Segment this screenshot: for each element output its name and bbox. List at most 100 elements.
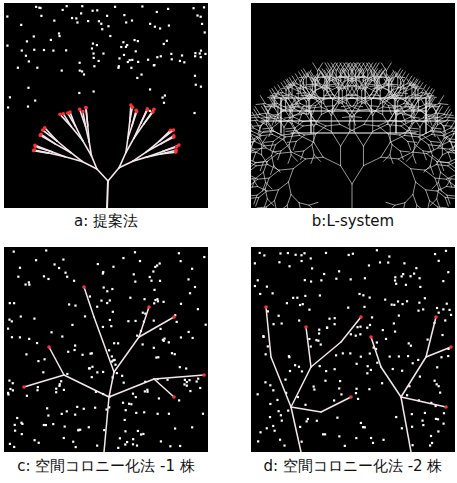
attraction-point — [17, 67, 19, 69]
attraction-point — [159, 262, 161, 264]
branch — [426, 99, 431, 107]
attraction-point — [437, 430, 439, 432]
attraction-point — [348, 254, 350, 256]
branch — [329, 78, 330, 88]
attraction-point — [302, 303, 304, 305]
attraction-point — [355, 388, 357, 390]
attraction-point — [135, 412, 137, 414]
attraction-point — [295, 254, 297, 256]
attraction-point — [100, 23, 102, 25]
attraction-point — [387, 261, 389, 263]
attraction-point — [91, 47, 93, 49]
attraction-point — [203, 6, 205, 8]
branch — [371, 337, 381, 367]
branch — [291, 407, 301, 452]
attraction-point — [111, 355, 113, 357]
attraction-point — [410, 345, 412, 347]
attraction-point — [166, 40, 168, 42]
branch — [316, 99, 324, 105]
branch — [271, 166, 274, 175]
attraction-point — [142, 433, 144, 435]
attraction-point — [83, 73, 85, 75]
attraction-point — [27, 87, 29, 89]
attraction-point — [310, 345, 312, 347]
branch — [144, 109, 154, 124]
branch — [301, 151, 304, 160]
attraction-point — [42, 371, 44, 373]
attraction-point — [20, 24, 22, 26]
branch — [315, 76, 320, 84]
branch — [292, 128, 295, 137]
attraction-point — [394, 279, 396, 281]
attraction-point — [118, 57, 120, 59]
attraction-point — [419, 286, 421, 288]
attraction-point — [274, 430, 276, 432]
branch — [292, 152, 306, 159]
branch-tip — [172, 395, 176, 399]
attraction-point — [180, 260, 182, 262]
attraction-point — [141, 5, 143, 7]
branch — [331, 106, 334, 115]
attraction-point — [310, 257, 312, 259]
branch — [306, 157, 323, 159]
branch — [369, 63, 374, 71]
branch — [377, 74, 382, 82]
attraction-point — [74, 304, 76, 306]
branch — [392, 88, 397, 96]
branch — [367, 71, 368, 81]
panel-d — [251, 247, 455, 452]
branch — [71, 153, 82, 162]
branch — [427, 148, 438, 154]
branch — [414, 99, 419, 107]
attraction-point — [78, 92, 80, 94]
attraction-point — [301, 370, 303, 372]
attraction-point — [438, 312, 440, 314]
attraction-point — [68, 303, 70, 305]
attraction-point — [21, 433, 23, 435]
branch — [264, 141, 273, 143]
attraction-point — [113, 359, 115, 361]
attraction-point — [102, 326, 104, 328]
branch — [329, 83, 338, 85]
attraction-point — [178, 252, 180, 254]
branch — [431, 125, 437, 135]
attraction-point — [363, 306, 365, 308]
branch-tip — [349, 395, 353, 399]
branch-tip — [172, 315, 176, 319]
attraction-point — [350, 333, 352, 335]
attraction-point — [139, 260, 141, 262]
branch — [323, 157, 340, 166]
branch — [408, 141, 417, 143]
branch-tip — [172, 135, 176, 139]
branch — [406, 107, 417, 108]
attraction-point — [47, 278, 49, 280]
attraction-point — [298, 366, 300, 368]
branch — [259, 113, 268, 115]
branch — [396, 96, 405, 101]
attraction-point — [153, 302, 155, 304]
attraction-point — [67, 351, 69, 353]
attraction-point — [136, 335, 138, 337]
branch — [254, 109, 259, 117]
attraction-point — [103, 286, 105, 288]
branch — [133, 152, 147, 161]
branch — [420, 118, 426, 128]
branch — [311, 83, 320, 85]
attraction-point — [437, 418, 439, 420]
attraction-point — [294, 364, 296, 366]
branch — [384, 74, 389, 82]
attraction-point — [445, 250, 447, 252]
branch — [412, 93, 421, 98]
attraction-point — [325, 252, 327, 254]
branch — [354, 63, 359, 71]
attraction-point — [181, 54, 183, 56]
branch — [452, 150, 455, 152]
branch — [392, 74, 397, 82]
attraction-point — [71, 324, 73, 326]
branch — [420, 134, 431, 140]
branch — [412, 140, 420, 152]
attraction-point — [317, 340, 319, 342]
attraction-point — [292, 297, 294, 299]
attraction-point — [33, 35, 35, 37]
attraction-point — [194, 75, 196, 77]
